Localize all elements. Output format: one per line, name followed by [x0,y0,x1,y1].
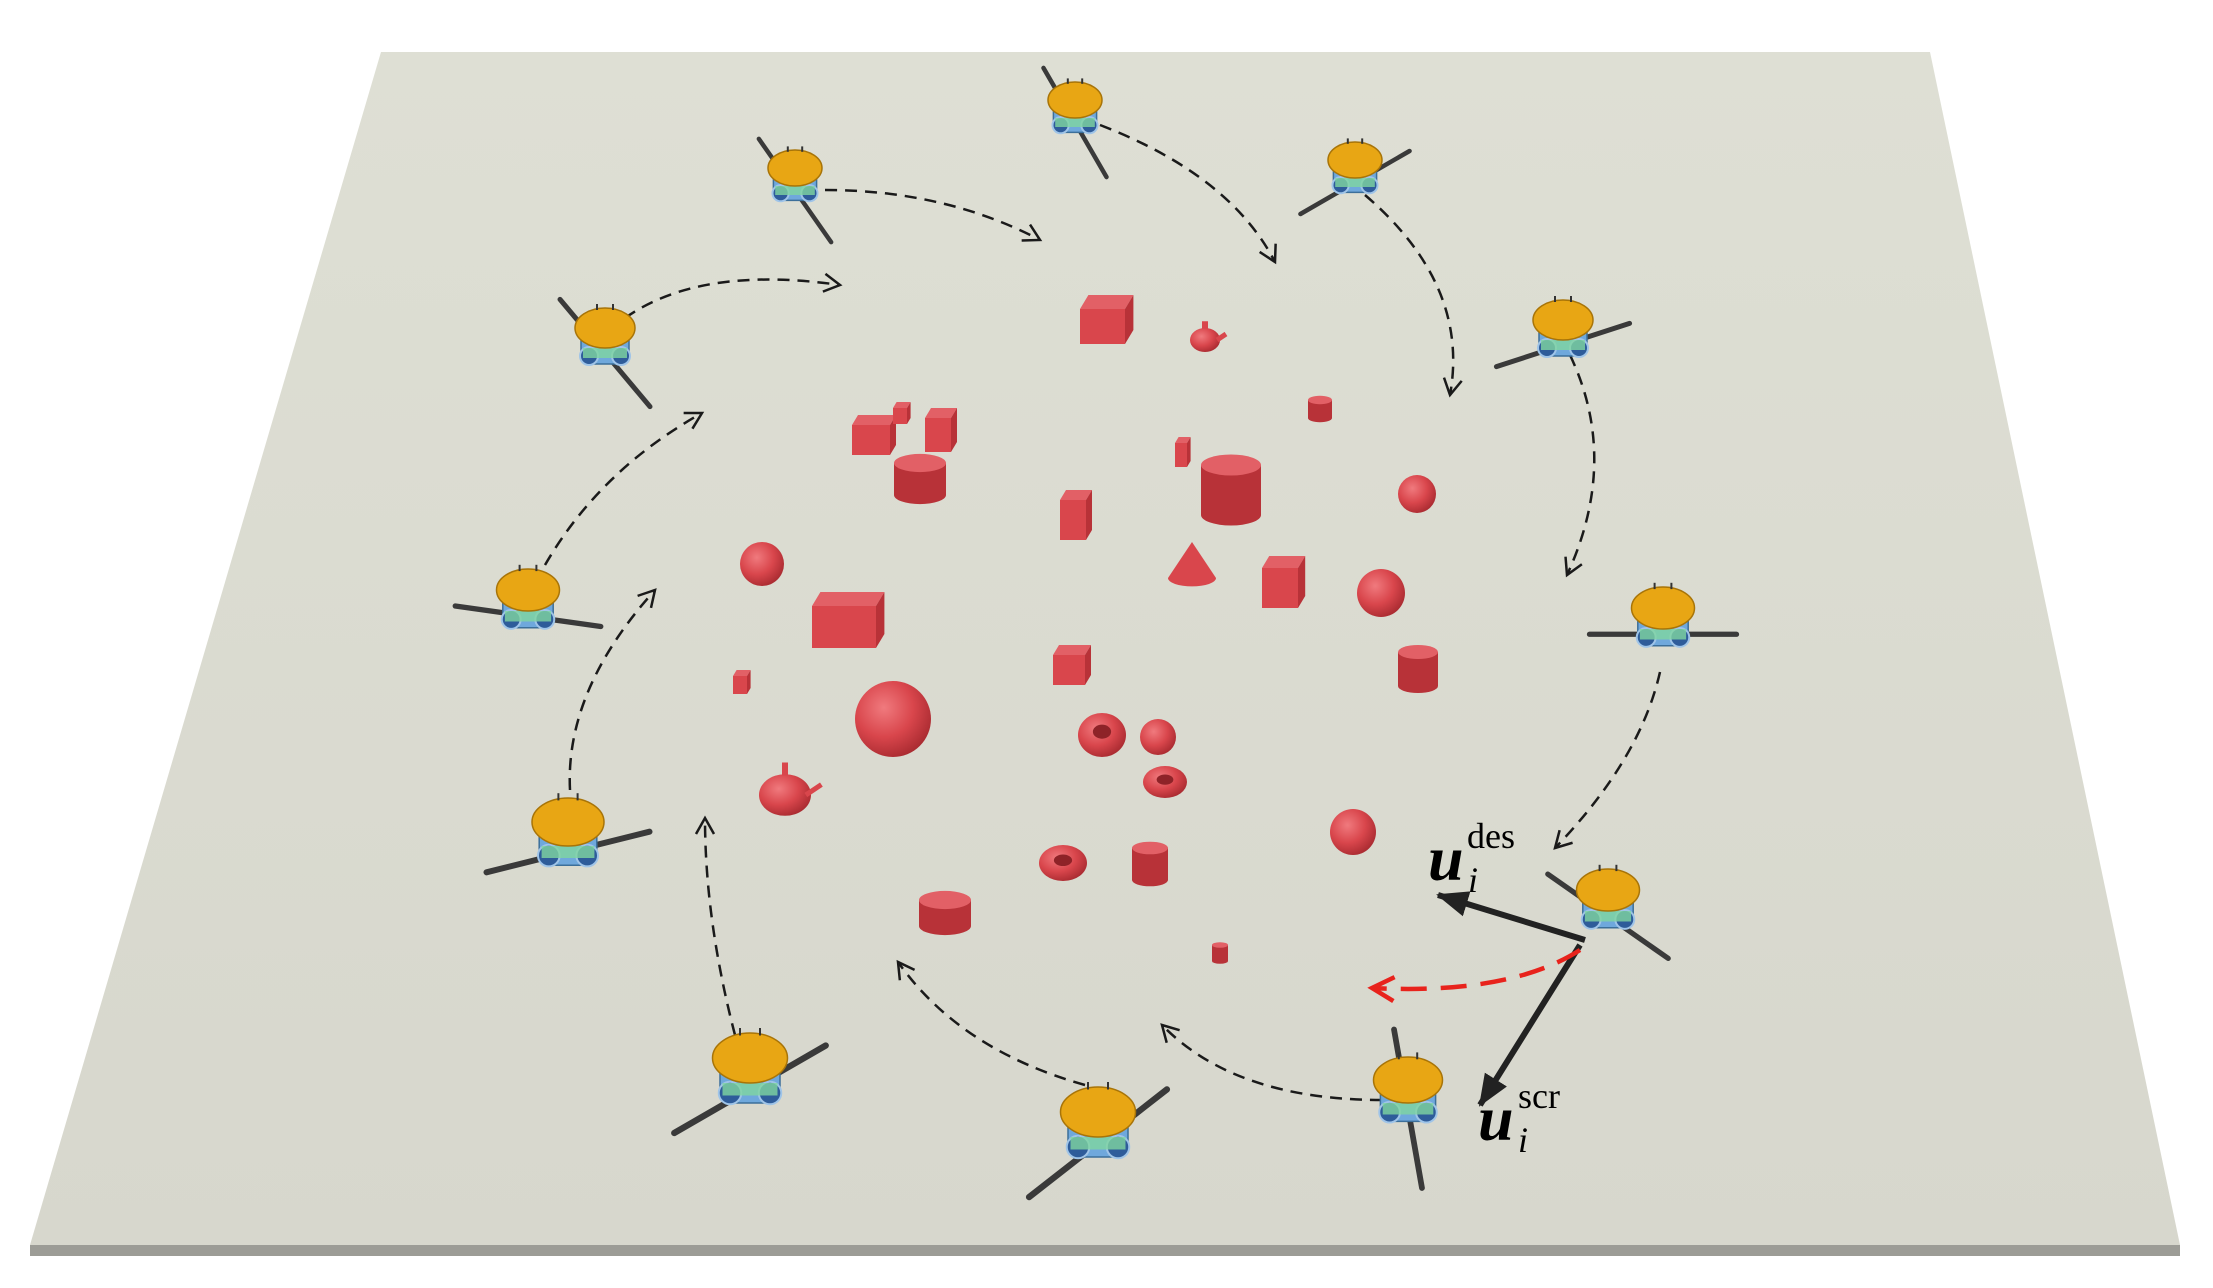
box-obstacle [1262,556,1306,608]
box-obstacle [1060,490,1092,540]
robot-swarm [452,65,1740,1201]
sphere-obstacle [1330,809,1376,855]
robot-icon [1025,1082,1171,1201]
obstacle-field [733,295,1438,964]
box-obstacle [1080,295,1134,344]
path-arrow-3 [1564,354,1596,578]
box-obstacle [1175,437,1191,467]
cylinder-obstacle [894,453,946,505]
box-obstacle [733,670,751,694]
box-obstacle [893,402,911,424]
torus-obstacle [1039,845,1087,881]
u-scr-label: u i scr [1478,1076,1560,1160]
robot-path-arrows [543,123,1662,1102]
u-des-subscript: i [1468,860,1478,900]
u-scr-vector-arrow [1477,943,1583,1107]
sphere-obstacle [1140,719,1176,755]
sphere-obstacle [740,542,784,586]
robot-icon [756,136,834,245]
u-scr-superscript: scr [1518,1076,1560,1116]
sphere-obstacle [1357,569,1405,617]
path-arrow-10 [624,272,843,320]
path-arrow-7 [694,815,737,1036]
teapot-obstacle [759,762,823,816]
path-arrow-11 [824,188,1043,242]
robot-icon [1372,1026,1444,1191]
torus-obstacle [1143,766,1187,798]
cylinder-obstacle [919,890,971,936]
box-obstacle [925,408,957,452]
robot-icon [1493,296,1633,370]
robot-icon [1041,65,1109,180]
path-arrow-8 [568,588,657,791]
deflection-arrow [1367,948,1582,1004]
path-arrow-1 [1099,123,1277,265]
teapot-obstacle [1190,321,1228,352]
u-scr-subscript: i [1518,1120,1528,1160]
robot-icon [671,1028,829,1137]
path-arrow-2 [1364,194,1463,398]
control-vectors [1367,891,1586,1107]
robot-icon [557,296,653,410]
path-arrow-5 [1160,1023,1383,1102]
u-des-symbol: u [1428,823,1464,894]
robot-icon [1586,582,1740,648]
box-obstacle [1053,645,1091,685]
path-arrow-6 [896,959,1086,1087]
u-des-vector-arrow [1436,891,1586,943]
robot-icon [452,564,604,630]
cylinder-obstacle [1308,395,1332,423]
robot-icon [1545,864,1671,962]
floor-plane [30,52,2180,1256]
cone-obstacle [1168,542,1216,587]
path-arrow-9 [543,411,705,566]
u-scr-symbol: u [1478,1083,1514,1154]
box-obstacle [852,415,896,455]
torus-obstacle [1078,713,1126,757]
cylinder-obstacle [1212,942,1228,964]
u-des-superscript: des [1467,816,1515,856]
sphere-obstacle [855,681,931,757]
u-des-label: u i des [1428,816,1515,900]
robot-icon [1298,138,1412,217]
path-arrow-4 [1553,671,1662,850]
robot-icon [483,793,653,876]
cylinder-obstacle [1398,645,1438,693]
sphere-obstacle [1398,475,1436,513]
cylinder-obstacle [1201,454,1261,526]
box-obstacle [812,592,885,648]
cylinder-obstacle [1132,841,1168,887]
